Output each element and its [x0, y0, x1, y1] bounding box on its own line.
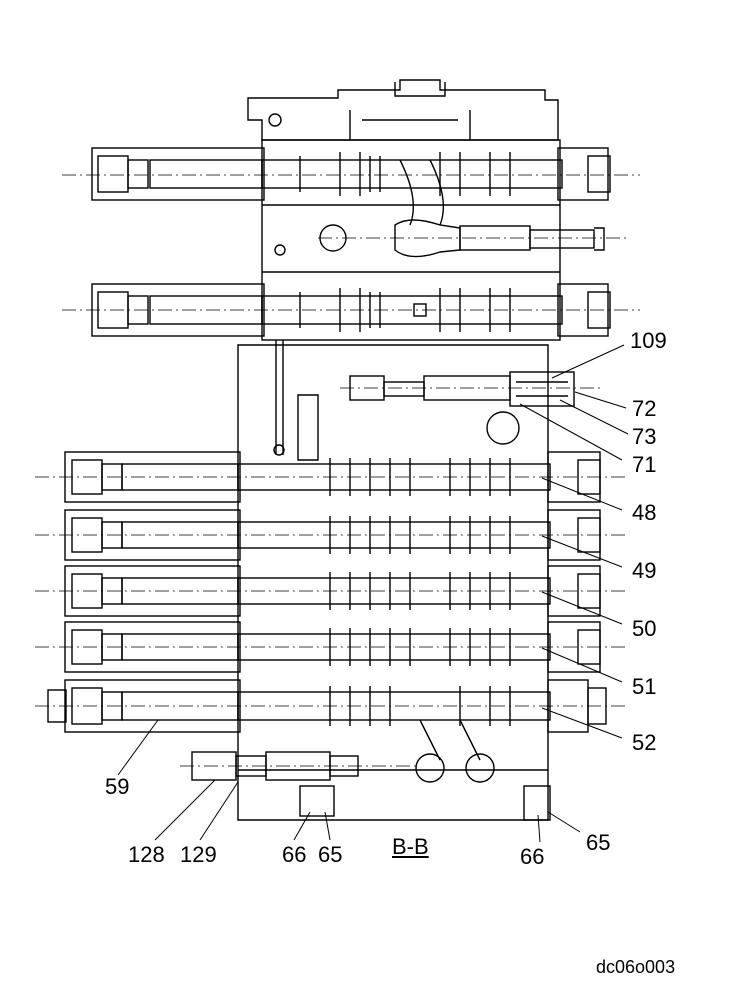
spool-52: [47, 679, 607, 783]
callout-66-right: 66: [520, 844, 545, 869]
callout-128: 128: [128, 842, 165, 867]
top-housing: [247, 79, 559, 141]
callout-52: 52: [632, 730, 657, 755]
callout-65-center: 65: [318, 842, 343, 867]
callout-65-right: 65: [586, 830, 611, 855]
upper-valve-block: [261, 139, 605, 341]
callout-72: 72: [632, 396, 657, 421]
callout-59: 59: [105, 774, 130, 799]
bottom-plugs: [299, 785, 551, 821]
callout-66-center: 66: [282, 842, 307, 867]
callout-73: 73: [632, 424, 657, 449]
lower-spools: [47, 451, 607, 783]
leader-lines: [117, 344, 629, 843]
callout-51: 51: [632, 674, 657, 699]
relief-cartridge: [349, 371, 575, 407]
callout-49: 49: [632, 558, 657, 583]
callout-109: 109: [630, 328, 667, 353]
drawing-code: dc06o003: [596, 957, 676, 977]
callout-71: 71: [632, 452, 657, 477]
callout-48: 48: [632, 500, 657, 525]
lower-valve-body: [237, 340, 549, 821]
upper-spool-1: [91, 147, 611, 201]
callout-50: 50: [632, 616, 657, 641]
callout-129: 129: [180, 842, 217, 867]
center-lines: [35, 174, 640, 767]
section-label: B-B: [392, 834, 429, 859]
